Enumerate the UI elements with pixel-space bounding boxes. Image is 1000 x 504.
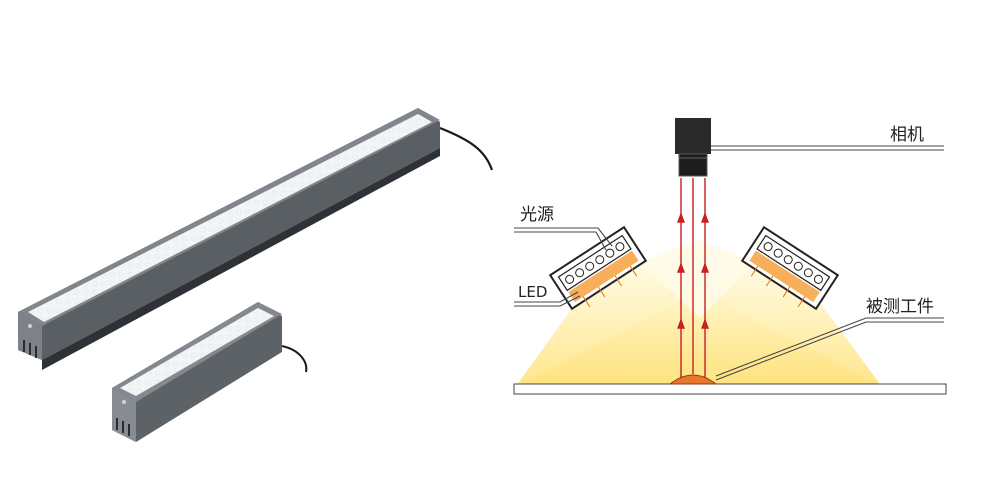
short-fins xyxy=(116,418,130,436)
label-light-source: 光源 xyxy=(520,205,554,225)
leader-lines xyxy=(514,145,944,381)
light-source-leader xyxy=(514,227,613,247)
left-led-glow xyxy=(568,250,639,303)
bar-led-array xyxy=(28,114,432,322)
short-screw xyxy=(122,400,126,404)
led-bar-light-short xyxy=(112,302,308,442)
bar-screw xyxy=(28,324,32,328)
workpiece-leader xyxy=(715,317,944,377)
led-light-source-icon xyxy=(740,225,840,311)
led-leader xyxy=(514,291,579,303)
bar-bottom-rail xyxy=(42,148,440,370)
beam-overlap xyxy=(640,240,756,318)
right-light-beam xyxy=(516,262,880,386)
camera-icon xyxy=(675,118,711,177)
label-workpiece: 被测工件 xyxy=(866,297,934,317)
led-light-source-icon xyxy=(548,225,648,311)
base-plate xyxy=(513,383,947,395)
label-camera: 相机 xyxy=(890,125,924,145)
led-bar-light-long xyxy=(18,108,494,370)
right-led-glow xyxy=(749,250,820,303)
light-beams xyxy=(516,240,880,386)
label-led: LED xyxy=(518,283,547,301)
camera-rays xyxy=(676,178,710,378)
short-led-array xyxy=(120,308,274,396)
bar-fins xyxy=(23,340,37,358)
camera-body xyxy=(675,118,711,154)
camera-lens xyxy=(678,153,708,177)
